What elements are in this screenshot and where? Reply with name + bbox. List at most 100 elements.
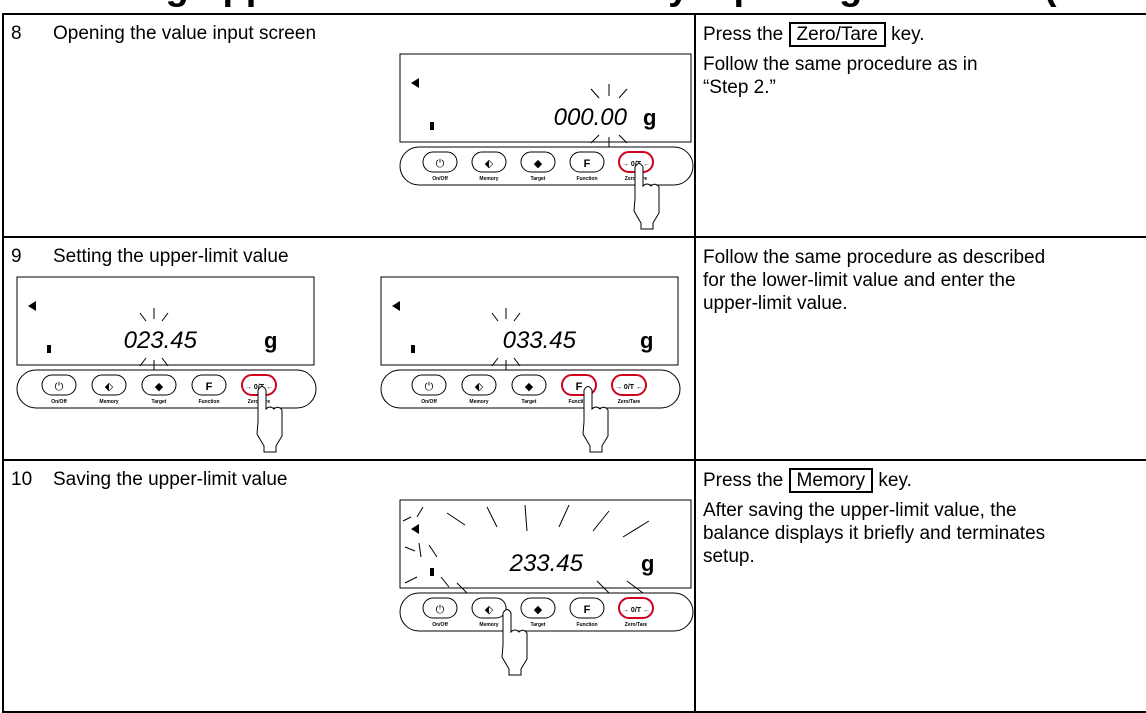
display-value: 033.45 [503, 327, 577, 354]
power-icon: ⏻ [425, 380, 434, 393]
step-instructions-cell: Press the Memory key. After saving the u… [693, 459, 1146, 713]
function-key [569, 597, 605, 619]
target-key [141, 374, 177, 396]
onoff-key [41, 374, 77, 396]
display-unit: g [641, 551, 654, 576]
key-label-onoff: On/Off [51, 399, 67, 405]
instruction-note: Follow the same procedure as in “Step 2.… [702, 54, 978, 98]
instruction-line: Press the Zero/Tare key. [702, 22, 925, 47]
pressing-hand-icon [633, 163, 660, 230]
pressing-hand-icon [582, 386, 609, 453]
step-instructions-cell: Follow the same procedure as described f… [693, 236, 1146, 461]
left-arrow-indicator-icon [411, 78, 419, 88]
target-key [520, 151, 556, 173]
memory-key [471, 151, 507, 173]
steps-table: 8 Opening the value input screen 000.00 g… [2, 13, 1146, 713]
step-heading: 9 Setting the upper-limit value [11, 246, 289, 268]
key-label-memory: Memory [99, 399, 118, 405]
instruction-line: upper-limit value. [702, 293, 848, 314]
onoff-key [411, 374, 447, 396]
stable-mark-icon [47, 345, 51, 353]
instruction-line: Press the Memory key. [702, 468, 912, 493]
page-title: Setting upper/lower-limit values by inpu… [0, 0, 1146, 16]
step-title: Opening the value input screen [53, 23, 317, 44]
step-heading: 10 Saving the upper-limit value [11, 469, 287, 491]
target-icon: ◆ [525, 380, 534, 393]
memory-key [91, 374, 127, 396]
stable-mark-icon [430, 122, 434, 130]
memory-icon: ⬖ [475, 380, 484, 393]
display-unit: g [264, 328, 277, 353]
step-heading: 8 Opening the value input screen [11, 23, 316, 45]
step-illustration-cell: 9 Setting the upper-limit value 023.45 g … [2, 236, 696, 461]
key-label-target: Target [531, 176, 546, 182]
key-label-zerotare: Zero/Tare [625, 622, 648, 628]
key-label-onoff: On/Off [432, 176, 448, 182]
step-number: 10 [11, 469, 33, 490]
left-arrow-indicator-icon [28, 301, 36, 311]
key-label-function: Function [576, 176, 597, 182]
display-unit: g [640, 328, 653, 353]
zero-tare-key [618, 597, 654, 619]
key-label-function: Function [576, 622, 597, 628]
power-icon: ⏻ [436, 603, 445, 616]
display-value: 000.00 [554, 104, 628, 131]
memory-icon: ⬖ [485, 157, 494, 170]
step-illustration-cell: 8 Opening the value input screen 000.00 g… [2, 13, 696, 238]
target-key [511, 374, 547, 396]
function-key [569, 151, 605, 173]
blinking-rays [402, 504, 650, 594]
key-label-memory: Memory [479, 176, 498, 182]
step-title: Setting the upper-limit value [53, 246, 289, 267]
left-arrow-indicator-icon [392, 301, 400, 311]
balance-panel-illustration: 233.45 g ⏻ ⬖ ◆ F → 0/T ← On/Off Memory T… [399, 499, 694, 676]
left-arrow-indicator-icon [411, 524, 419, 534]
memory-icon: ⬖ [485, 603, 494, 616]
key-label-target: Target [522, 399, 537, 405]
memory-key-ref: Memory [788, 468, 874, 493]
target-icon: ◆ [534, 157, 543, 170]
stable-mark-icon [430, 568, 434, 576]
zero-tare-icon: → 0/T ← [245, 384, 273, 391]
zero-tare-key-ref: Zero/Tare [788, 22, 886, 47]
memory-key [461, 374, 497, 396]
key-label-onoff: On/Off [421, 399, 437, 405]
key-label-memory: Memory [469, 399, 488, 405]
onoff-key [422, 151, 458, 173]
step-row: 9 Setting the upper-limit value 023.45 g … [2, 236, 1146, 461]
key-label-onoff: On/Off [432, 622, 448, 628]
balance-panel-illustration: 033.45 g ⏻ ⬖ ◆ F → 0/T ← On/Off Memory T… [380, 276, 681, 453]
step-number: 9 [11, 246, 22, 267]
function-key [191, 374, 227, 396]
step-number: 8 [11, 23, 22, 44]
display-unit: g [643, 105, 656, 130]
balance-panel-illustration: 000.00 g ⏻ ⬖ ◆ F → 0/T ← On/Off Memory T… [399, 53, 694, 230]
display-value: 233.45 [509, 550, 584, 577]
pressing-hand-icon [256, 386, 283, 453]
onoff-key [422, 597, 458, 619]
step-title: Saving the upper-limit value [53, 469, 288, 490]
key-label-memory: Memory [479, 622, 498, 628]
display-value: 023.45 [124, 327, 198, 354]
step-row: 8 Opening the value input screen 000.00 g… [2, 13, 1146, 238]
key-label-function: Function [198, 399, 219, 405]
key-label-zerotare: Zero/Tare [618, 399, 641, 405]
balance-panel-illustration: 023.45 g ⏻ ⬖ ◆ F → 0/T ← On/Off Memory T… [16, 276, 317, 453]
target-icon: ◆ [155, 380, 164, 393]
instruction-line: for the lower-limit value and enter the [702, 270, 1016, 291]
function-icon: F [584, 158, 591, 170]
target-icon: ◆ [534, 603, 543, 616]
memory-key [471, 597, 507, 619]
key-label-target: Target [531, 622, 546, 628]
stable-mark-icon [411, 345, 415, 353]
pressing-hand-icon [501, 609, 528, 676]
step-instructions-cell: Press the Zero/Tare key. Follow the same… [693, 13, 1146, 238]
memory-icon: ⬖ [105, 380, 114, 393]
zero-tare-icon: → 0/T ← [615, 384, 643, 391]
zero-tare-icon: → 0/T ← [622, 161, 650, 168]
key-label-target: Target [152, 399, 167, 405]
instruction-note-line: balance displays it briefly and terminat… [702, 523, 1046, 544]
instruction-note-line: After saving the upper-limit value, the [702, 500, 1017, 521]
power-icon: ⏻ [55, 380, 64, 393]
